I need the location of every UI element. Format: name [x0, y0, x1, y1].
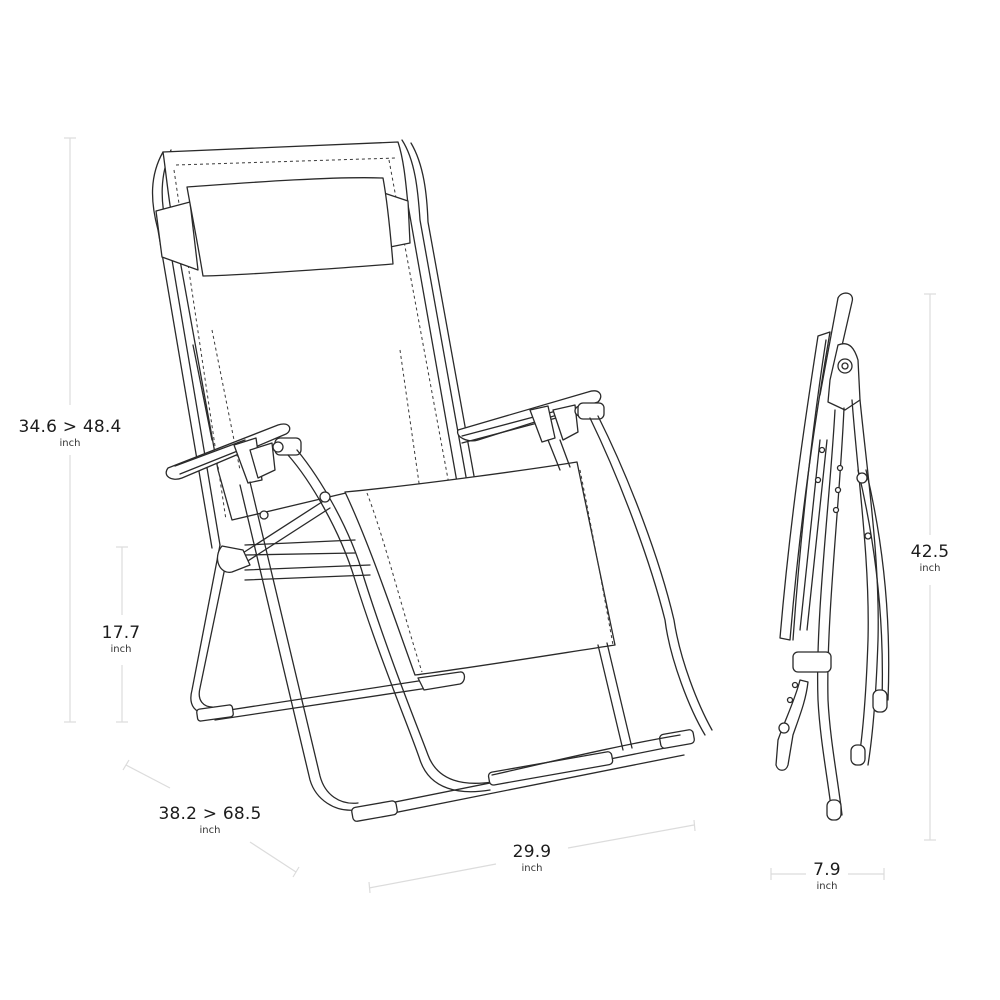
dimension-value: 38.2 > 68.5 [158, 804, 262, 824]
dimension-height-open: 34.6 > 48.4 inch [19, 419, 122, 449]
dimension-depth: 38.2 > 68.5 inch [159, 806, 262, 836]
folded-chair [775, 292, 890, 821]
dimension-value: 17.7 [101, 623, 141, 643]
dimension-lines [64, 137, 936, 894]
dimension-seat-height: 17.7 inch [102, 625, 141, 655]
dimension-value: 42.5 [910, 542, 950, 562]
dimension-value: 34.6 > 48.4 [18, 417, 122, 437]
dimension-unit: inch [59, 438, 81, 449]
dimension-value: 29.9 [512, 842, 552, 862]
dimension-folded-height: 42.5 inch [911, 544, 950, 574]
dimension-width: 29.9 inch [513, 844, 552, 874]
dimension-unit: inch [919, 563, 941, 574]
dimension-unit: inch [521, 863, 543, 874]
dimension-unit: inch [816, 881, 838, 892]
dimension-folded-depth: 7.9 inch [813, 862, 841, 892]
dimension-unit: inch [110, 644, 132, 655]
open-chair [151, 139, 713, 822]
dimension-value: 7.9 [813, 860, 841, 880]
dimension-unit: inch [199, 825, 221, 836]
